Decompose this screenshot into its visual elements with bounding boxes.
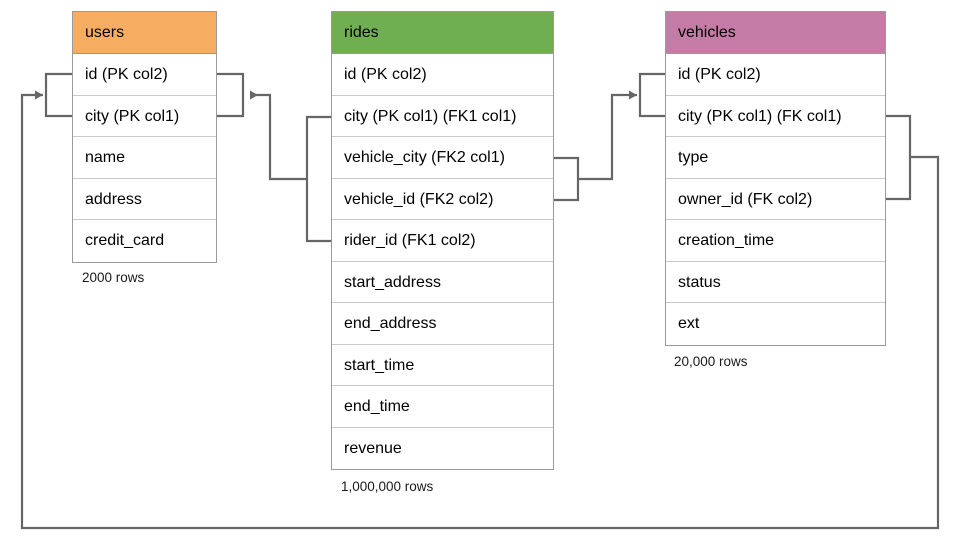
- table-vehicles-column-6[interactable]: ext: [678, 315, 700, 332]
- table-rides-column-6[interactable]: end_address: [332, 303, 553, 345]
- table-rides[interactable]: rides id (PK col2) city (PK col1) (FK1 c…: [331, 11, 554, 470]
- table-users-column-2[interactable]: name: [73, 137, 216, 179]
- table-rides-column-7[interactable]: start_time: [332, 345, 553, 386]
- table-vehicles-column-3[interactable]: owner_id (FK col2): [666, 179, 885, 220]
- table-rides-column-5[interactable]: start_address: [332, 262, 553, 303]
- table-vehicles-column-2[interactable]: type: [666, 137, 885, 179]
- table-rides-row-count: 1,000,000 rows: [341, 479, 434, 494]
- table-users-column-0[interactable]: id (PK col2): [73, 54, 216, 96]
- rides-fk1-bracket: [305, 115, 331, 243]
- table-vehicles-column-4[interactable]: creation_time: [666, 220, 885, 262]
- table-rides-column-2[interactable]: vehicle_city (FK2 col1): [332, 137, 553, 179]
- vehicles-fk-bracket: [886, 114, 912, 201]
- table-users-column-4[interactable]: credit_card: [85, 232, 165, 249]
- table-vehicles-column-1[interactable]: city (PK col1) (FK col1): [666, 96, 885, 137]
- rides-fk2-wire: [578, 90, 637, 181]
- table-rides-column-9[interactable]: revenue: [344, 439, 402, 457]
- table-vehicles-title: vehicles: [666, 12, 885, 54]
- table-rides-column-1[interactable]: city (PK col1) (FK1 col1): [332, 96, 553, 137]
- vehicles-left-bracket: [638, 72, 665, 118]
- table-vehicles-column-0[interactable]: id (PK col2): [666, 54, 885, 96]
- table-users-column-1[interactable]: city (PK col1): [73, 96, 216, 137]
- table-rides-column-3[interactable]: vehicle_id (FK2 col2): [332, 179, 553, 220]
- table-users[interactable]: users id (PK col2) city (PK col1) name a…: [72, 11, 217, 263]
- table-vehicles[interactable]: vehicles id (PK col2) city (PK col1) (FK…: [665, 11, 886, 346]
- table-vehicles-column-5[interactable]: status: [666, 262, 885, 303]
- table-rides-column-4[interactable]: rider_id (FK1 col2): [332, 220, 553, 262]
- rides-fk2-bracket: [554, 156, 580, 202]
- users-right-bracket: [217, 72, 245, 118]
- rides-fk1-wire: [250, 90, 307, 181]
- table-rides-column-0[interactable]: id (PK col2): [332, 54, 553, 96]
- users-left-bracket: [44, 72, 72, 118]
- table-users-column-3[interactable]: address: [73, 179, 216, 220]
- table-vehicles-row-count: 20,000 rows: [674, 354, 748, 369]
- table-users-row-count: 2000 rows: [82, 270, 145, 285]
- table-users-title: users: [73, 12, 216, 54]
- table-rides-column-8[interactable]: end_time: [332, 386, 553, 428]
- table-rides-title: rides: [332, 12, 553, 54]
